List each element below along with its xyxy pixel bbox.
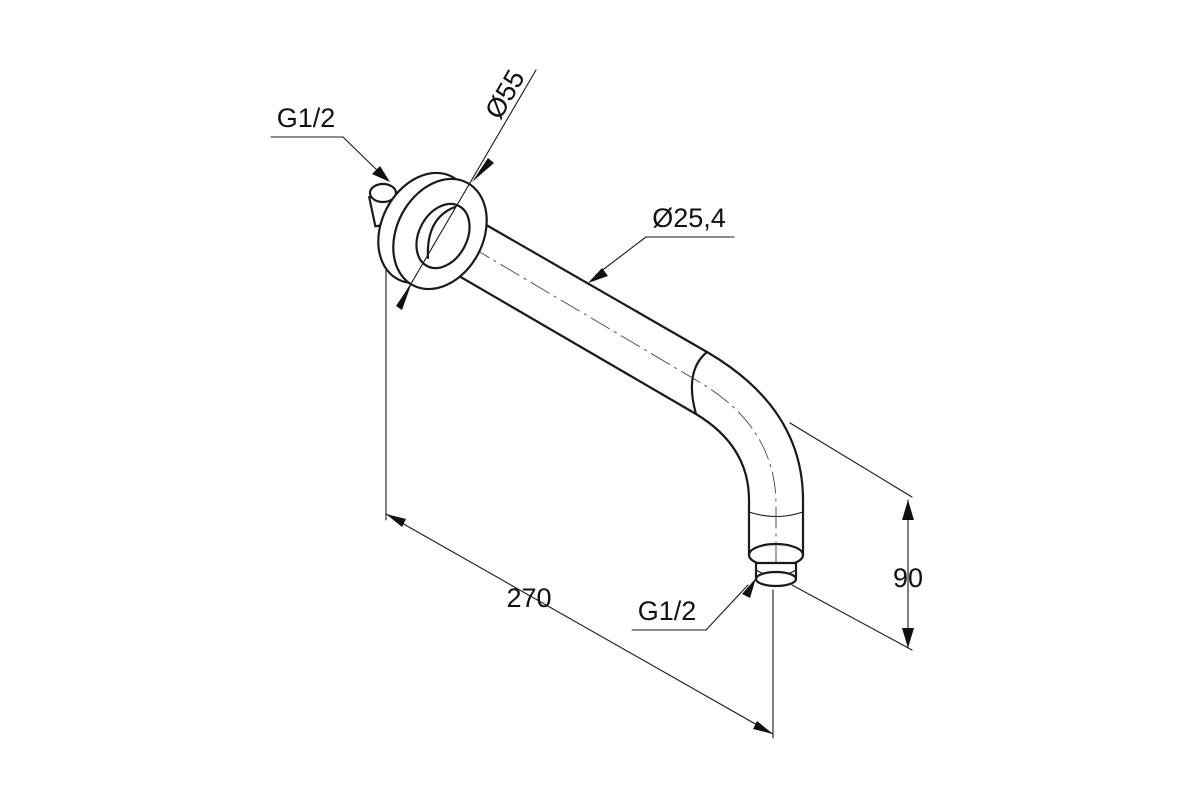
- dimension-outlet-thread: G1/2: [631, 578, 756, 631]
- flange-dim-arrow-top: [472, 158, 494, 182]
- flange-dim-text-group: Ø55: [479, 65, 531, 124]
- pipe-entry-edge: [426, 205, 457, 260]
- inlet-thread-label: G1/2: [277, 103, 336, 133]
- dimension-length: 270: [385, 269, 774, 739]
- height-extension-bottom: [791, 584, 913, 651]
- length-dim-line: [385, 513, 774, 735]
- bend-seam: [690, 350, 709, 416]
- length-arrow-right: [753, 721, 773, 734]
- height-arrow-bottom: [902, 628, 914, 648]
- flange-dim-arrow-bottom: [396, 282, 412, 310]
- length-label: 270: [506, 583, 551, 613]
- wall-flange: [368, 171, 488, 291]
- height-arrow-top: [902, 500, 914, 520]
- outlet-leader-arrow: [742, 578, 756, 598]
- dimension-pipe-diameter: Ø25,4: [588, 203, 735, 283]
- outlet-thread-end: [754, 570, 798, 588]
- flange-dim-line: [397, 69, 537, 307]
- flange-inner-ring: [415, 202, 471, 270]
- inlet-leader-line: [342, 136, 383, 176]
- pipe-body: [426, 205, 805, 557]
- pipe-leader-line: [595, 236, 647, 276]
- pipe-leader-arrow: [588, 268, 608, 283]
- pipe-diameter-label: Ø25,4: [652, 203, 726, 233]
- dimension-inlet-thread: G1/2: [270, 103, 390, 182]
- height-label: 90: [893, 563, 923, 593]
- outlet-thread-label: G1/2: [638, 596, 697, 626]
- shower-arm: [379, 192, 805, 588]
- inlet-leader-arrow: [372, 166, 390, 182]
- length-arrow-left: [386, 514, 406, 527]
- height-extension-top: [789, 422, 913, 498]
- dimension-height: 90: [789, 422, 923, 651]
- flange-diameter-label: Ø55: [479, 65, 531, 124]
- outlet-leader-line: [705, 584, 749, 631]
